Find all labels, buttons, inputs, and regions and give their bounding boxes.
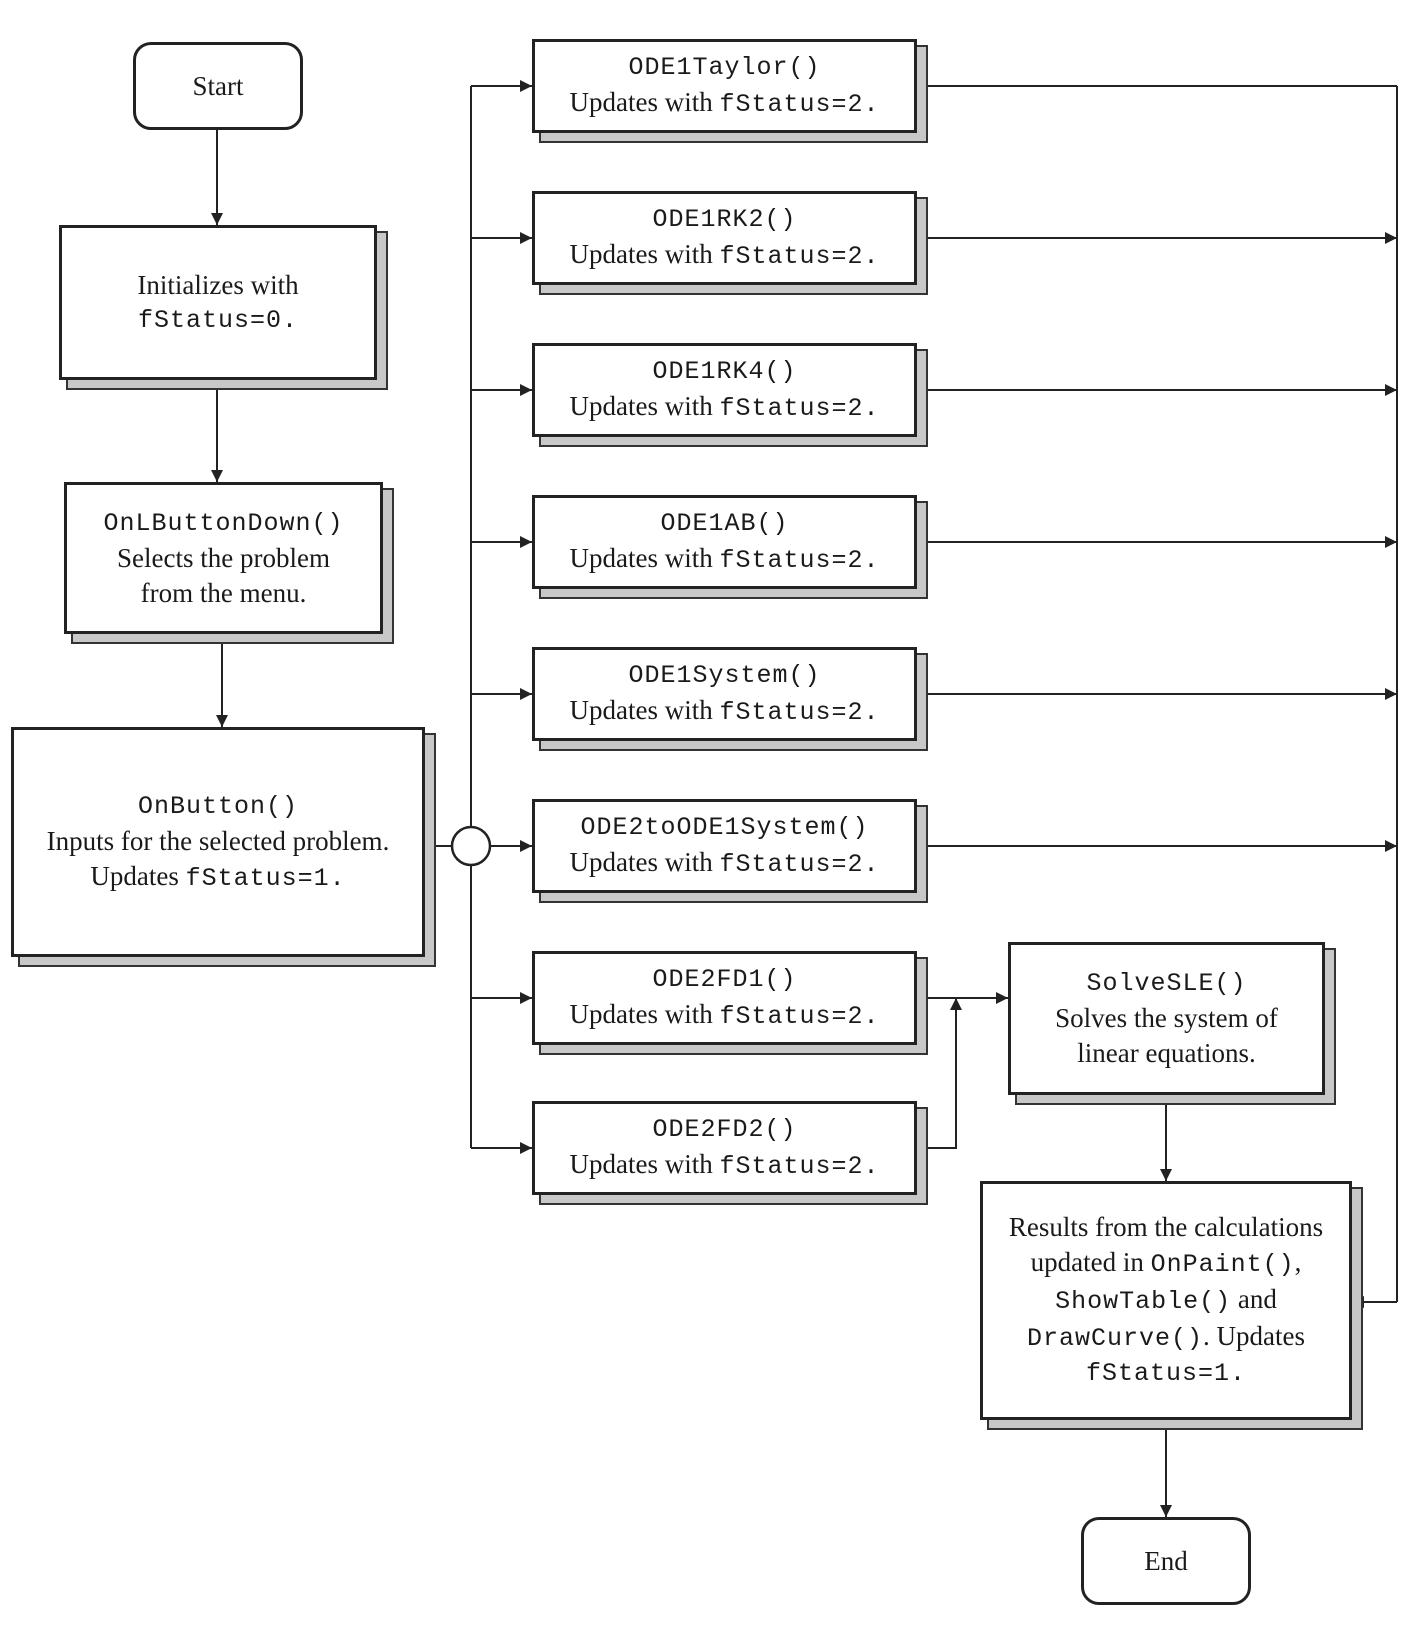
end-label: End	[1144, 1545, 1188, 1576]
results-drawcurve-code: DrawCurve()	[1026, 1324, 1204, 1353]
start-terminal: Start	[133, 42, 303, 130]
method-update-text: Updates with	[569, 543, 720, 573]
onbutton-line2: Updates fStatus=1.	[90, 859, 345, 896]
init-status-code: fStatus=0.	[137, 305, 299, 335]
method-code: ODE2toODE1System()	[580, 813, 869, 842]
method-box-ode2fd1: ODE2FD1() Updates with fStatus=2.	[532, 951, 917, 1045]
method-status-code: fStatus=2.	[719, 546, 880, 575]
method-code: ODE1AB()	[660, 509, 789, 538]
method-code: ODE1RK2()	[652, 205, 797, 234]
method-update-text: Updates with	[569, 391, 720, 421]
onlbuttondown-line2: from the menu.	[140, 577, 307, 608]
method-code: ODE2FD1()	[652, 965, 797, 994]
method-update: Updates with fStatus=2.	[569, 693, 879, 730]
results-status-code: fStatus=1.	[1085, 1359, 1247, 1388]
method-update-text: Updates with	[569, 847, 720, 877]
method-status-code: fStatus=2.	[719, 90, 880, 119]
onbutton-status-code: fStatus=1.	[185, 863, 346, 893]
method-box-ode1taylor: ODE1Taylor() Updates with fStatus=2.	[532, 39, 917, 133]
method-status-code: fStatus=2.	[719, 1002, 880, 1031]
results-box: Results from the calculations updated in…	[980, 1181, 1352, 1420]
method-update-text: Updates with	[569, 695, 720, 725]
method-update: Updates with fStatus=2.	[569, 237, 879, 274]
method-update-text: Updates with	[569, 87, 720, 117]
results-line4: DrawCurve(). Updates	[1027, 1319, 1305, 1356]
method-code: ODE1RK4()	[652, 357, 797, 386]
onbutton-box: OnButton() Inputs for the selected probl…	[11, 727, 425, 957]
results-showtable-code: ShowTable()	[1055, 1287, 1232, 1316]
method-status-code: fStatus=2.	[719, 850, 880, 879]
solvesle-code: SolveSLE()	[1086, 969, 1247, 998]
results-line1: Results from the calculations	[1008, 1212, 1324, 1242]
onlbuttondown-line1: Selects the problem	[117, 542, 330, 573]
method-update: Updates with fStatus=2.	[569, 85, 879, 122]
method-status-code: fStatus=2.	[719, 1152, 880, 1181]
method-status-code: fStatus=2.	[719, 394, 880, 423]
method-update-text: Updates with	[569, 1149, 720, 1179]
onbutton-code: OnButton()	[137, 791, 299, 821]
onlbuttondown-code: OnLButtonDown()	[103, 508, 344, 538]
start-label: Start	[192, 70, 244, 101]
results-line2-tail: ,	[1294, 1247, 1302, 1277]
method-update: Updates with fStatus=2.	[569, 1147, 879, 1184]
results-line3: ShowTable() and	[1055, 1282, 1277, 1319]
results-onpaint-code: OnPaint()	[1150, 1250, 1295, 1279]
method-code: ODE2FD2()	[652, 1115, 797, 1144]
init-box: Initializes with fStatus=0.	[59, 225, 377, 380]
method-update-text: Updates with	[569, 999, 720, 1029]
solvesle-box: SolveSLE() Solves the system of linear e…	[1008, 942, 1325, 1095]
method-update: Updates with fStatus=2.	[569, 541, 879, 578]
onbutton-line2-text: Updates	[90, 860, 186, 891]
results-line2: updated in OnPaint(),	[1031, 1245, 1302, 1282]
method-code: ODE1Taylor()	[628, 53, 821, 82]
end-terminal: End	[1081, 1517, 1251, 1605]
method-status-code: fStatus=2.	[719, 698, 880, 727]
results-line4-text: . Updates	[1203, 1321, 1305, 1351]
method-code: ODE1System()	[628, 661, 821, 690]
method-update: Updates with fStatus=2.	[569, 845, 879, 882]
onbutton-line1: Inputs for the selected problem.	[46, 825, 390, 856]
method-box-ode1rk2: ODE1RK2() Updates with fStatus=2.	[532, 191, 917, 285]
method-box-ode1system: ODE1System() Updates with fStatus=2.	[532, 647, 917, 741]
method-box-ode1rk4: ODE1RK4() Updates with fStatus=2.	[532, 343, 917, 437]
init-text: Initializes with	[137, 269, 299, 300]
method-box-ode2fd2: ODE2FD2() Updates with fStatus=2.	[532, 1101, 917, 1195]
method-status-code: fStatus=2.	[719, 242, 880, 271]
method-update-text: Updates with	[569, 239, 720, 269]
method-box-ode2toode1system: ODE2toODE1System() Updates with fStatus=…	[532, 799, 917, 893]
solvesle-line1: Solves the system of	[1055, 1003, 1278, 1033]
results-line2-text: updated in	[1030, 1247, 1151, 1277]
solvesle-line2: linear equations.	[1077, 1038, 1256, 1068]
method-update: Updates with fStatus=2.	[569, 997, 879, 1034]
method-update: Updates with fStatus=2.	[569, 389, 879, 426]
results-line3-text: and	[1231, 1284, 1277, 1314]
onlbuttondown-box: OnLButtonDown() Selects the problem from…	[64, 482, 383, 634]
junction-circle	[450, 825, 492, 867]
method-box-ode1ab: ODE1AB() Updates with fStatus=2.	[532, 495, 917, 589]
arrow-ode2fd2-to-merge	[917, 998, 962, 1149]
